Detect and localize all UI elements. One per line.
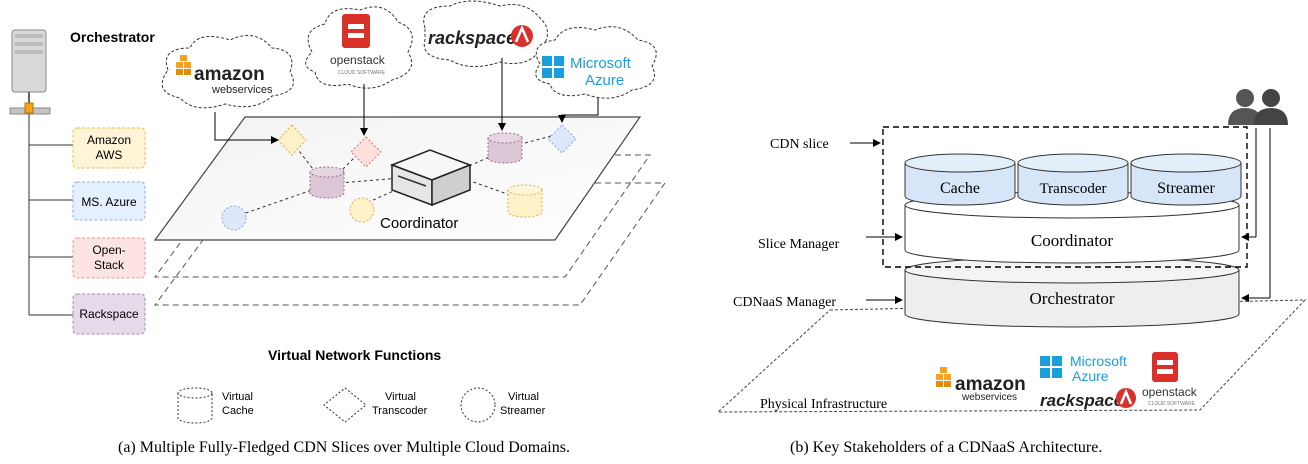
openstack-logo-text-b: openstack — [1142, 385, 1198, 399]
caption-b: (b) Key Stakeholders of a CDNaaS Archite… — [790, 439, 1102, 456]
vnf-transcoder-openstack — [350, 136, 382, 168]
legend-transcoder-line2: Transcoder — [372, 405, 428, 417]
orchestrator-label: Orchestrator — [70, 29, 155, 45]
amazon-logo-text: amazon — [194, 64, 265, 85]
cloud-rackspace: rackspace — [423, 0, 548, 67]
cloud-azure: Microsoft Azure — [535, 26, 657, 99]
slice-manager-label: Slice Manager — [758, 237, 840, 252]
provider-openstack-line1: Open- — [92, 243, 125, 257]
provider-box-aws — [72, 127, 146, 169]
server-icon — [9, 29, 51, 115]
cdn-slice-label: CDN slice — [770, 137, 829, 152]
openstack-logo-text: openstack — [330, 53, 386, 67]
amazon-logo-icon-b — [936, 367, 951, 387]
legend-transcoder-icon — [323, 387, 367, 423]
provider-tree — [28, 114, 73, 316]
provider-box-openstack — [72, 237, 146, 279]
amazon-logo-icon — [176, 55, 191, 75]
azure-line2-b: Azure — [1072, 368, 1109, 384]
azure-line1-b: Microsoft — [1070, 353, 1127, 369]
cloud-arrows — [214, 58, 599, 144]
users-icon — [1228, 89, 1288, 125]
legend-cache-line1: Virtual — [222, 391, 253, 403]
openstack-sub-text: CLOUD SOFTWARE — [338, 70, 386, 76]
cache-label: Cache — [940, 180, 980, 197]
streamer-cylinder — [1130, 153, 1242, 206]
coordinator-label: Coordinator — [380, 215, 458, 232]
provider-aws-line2: AWS — [96, 148, 123, 162]
vnf-streamer-azure — [221, 205, 247, 231]
windows-logo-icon — [542, 56, 564, 78]
vnf-cache-aws — [507, 184, 543, 218]
cloud-amazon: amazon webservices — [161, 35, 294, 109]
cdn-slice-boundary — [882, 126, 1248, 268]
rackspace-logo-text: rackspace — [428, 28, 516, 48]
vnf-cache-rackspace-top — [487, 132, 523, 164]
vnf-title: Virtual Network Functions — [268, 347, 441, 363]
provider-openstack-line2: Stack — [94, 258, 125, 272]
legend-transcoder-line1: Virtual — [385, 391, 416, 403]
legend-cache-line2: Cache — [222, 405, 254, 417]
provider-azure-line1: MS. Azure — [81, 195, 137, 209]
coordinator-b-label: Coordinator — [1031, 231, 1113, 250]
amazon-sub-text: webservices — [211, 84, 273, 96]
streamer-label: Streamer — [1157, 180, 1215, 197]
openstack-sub-text-b: CLOUD SOFTWARE — [1148, 401, 1196, 407]
legend-streamer-line1: Virtual — [508, 391, 539, 403]
orchestrator-b-label: Orchestrator — [1030, 289, 1115, 308]
rackspace-logo-text-b: rackspace — [1040, 391, 1123, 410]
vnf-streamer-aws — [349, 197, 375, 223]
vnf-transcoder-azure — [547, 124, 577, 154]
windows-logo-icon-b — [1040, 356, 1062, 378]
orchestrator-disc — [904, 256, 1240, 328]
cloud-openstack: openstack CLOUD SOFTWARE — [305, 6, 413, 89]
vnf-cache-rackspace — [309, 166, 345, 199]
physical-label: Physical Infrastructure — [760, 397, 887, 412]
provider-aws-line1: Amazon — [87, 133, 131, 147]
coordinator-box-icon — [389, 149, 473, 207]
amazon-sub-text-b: webservices — [961, 392, 1017, 403]
cdnaas-manager-label: CDNaaS Manager — [733, 295, 836, 310]
caption-a: (a) Multiple Fully-Fledged CDN Slices ov… — [118, 439, 570, 456]
openstack-logo-icon-b — [1152, 352, 1178, 382]
vnf-transcoder-aws — [277, 124, 307, 156]
legend-streamer-icon — [460, 387, 496, 423]
provider-rackspace-line1: Rackspace — [79, 307, 139, 321]
user-arrows — [1241, 128, 1271, 302]
transcoder-label: Transcoder — [1040, 181, 1107, 197]
provider-box-azure — [72, 181, 146, 221]
cache-cylinder — [904, 153, 1016, 206]
transcoder-cylinder — [1017, 153, 1129, 206]
legend-streamer-line2: Streamer — [500, 405, 546, 417]
openstack-logo-icon — [342, 14, 370, 48]
azure-line2: Azure — [585, 72, 624, 89]
legend-cache-icon — [177, 387, 213, 424]
azure-line1: Microsoft — [570, 55, 632, 72]
provider-box-rackspace — [72, 293, 146, 335]
amazon-logo-text-b: amazon — [955, 374, 1026, 395]
